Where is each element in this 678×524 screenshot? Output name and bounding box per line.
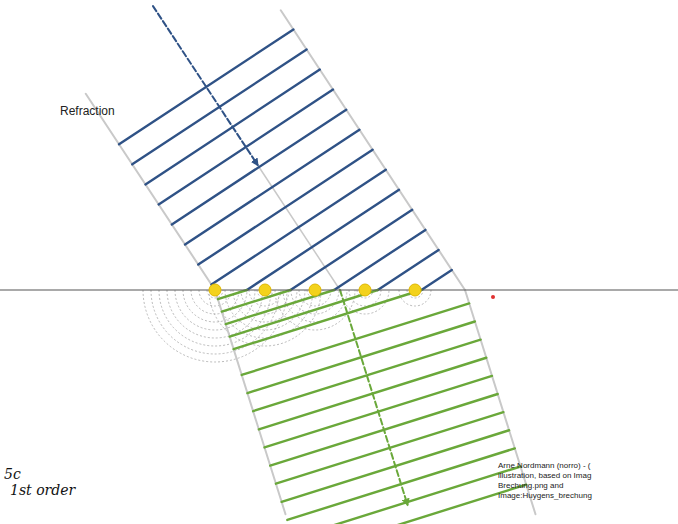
incident-wavefront <box>198 150 372 265</box>
incident-wavefront <box>421 270 451 290</box>
incident-wavefront <box>247 190 399 290</box>
handwritten-note: 5c <box>4 466 21 482</box>
huygens-wavelet <box>159 290 271 346</box>
refracted-wavefront <box>264 376 492 448</box>
incident-wavefront <box>334 230 425 290</box>
refracted-wavefront <box>299 485 527 524</box>
refracted-wavefront <box>282 430 510 502</box>
refracted-wavefront <box>222 290 291 312</box>
refracted-wavefront <box>218 290 247 299</box>
wavelet-source-dot <box>209 284 221 296</box>
refracted-wavefront <box>247 321 475 393</box>
wavelet-source-dot <box>359 284 371 296</box>
incident-wavefront <box>185 130 359 245</box>
attribution-text: Brechung.png and <box>498 481 563 490</box>
incident-wavefront <box>172 110 346 225</box>
refracted-wavefront <box>259 358 487 430</box>
incident-wavefront <box>132 50 306 165</box>
incident-wavefront <box>159 90 333 205</box>
wavelet-source-dot <box>409 284 421 296</box>
incident-wavefront <box>145 70 319 185</box>
wavelet-source-dot <box>259 284 271 296</box>
incident-wavefront <box>119 29 293 144</box>
attribution-text: Arne Nordmann (norro) - ( <box>498 461 590 470</box>
refracted-wavefront <box>287 448 515 520</box>
wavelet-source-dot <box>309 284 321 296</box>
refracted-wavefront <box>242 303 470 375</box>
refracted-wavefront <box>270 394 498 466</box>
refracted-wavefront <box>293 466 521 524</box>
title-label: Refraction <box>60 104 115 118</box>
refracted-wavefront <box>230 290 378 337</box>
incident-wavefront <box>211 170 385 285</box>
refracted-wavefront <box>276 412 504 484</box>
attribution-text: illustration, based on Imag <box>498 471 591 480</box>
refracted-wavefront <box>253 340 481 412</box>
interface-line <box>0 289 678 290</box>
handwritten-note: 1st order <box>10 482 75 498</box>
red-mark <box>491 295 495 299</box>
attribution-text: Image:Huygens_brechung <box>498 491 592 500</box>
